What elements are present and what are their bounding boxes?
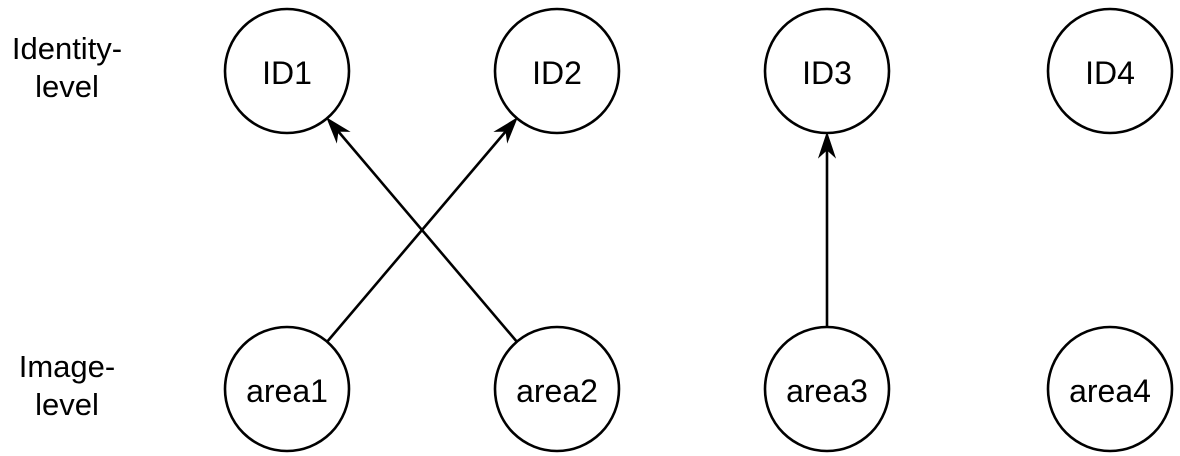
image-level-label-line1: Image- (18, 349, 116, 384)
edges-layer (326, 117, 837, 343)
node-id1: ID1 (223, 7, 351, 135)
node-id2-circle (493, 7, 621, 135)
node-id1-label: ID1 (262, 55, 312, 91)
node-id4: ID4 (1046, 7, 1174, 135)
node-area2-label: area2 (516, 373, 598, 409)
node-id4-label: ID4 (1085, 55, 1135, 91)
node-area1: area1 (223, 325, 351, 453)
node-area2-circle (493, 325, 621, 453)
node-area3: area3 (763, 325, 891, 453)
node-id3: ID3 (763, 7, 891, 135)
node-area4-label: area4 (1069, 373, 1151, 409)
node-area1-circle (223, 325, 351, 453)
node-id1-circle (223, 7, 351, 135)
node-id2: ID2 (493, 7, 621, 135)
node-id3-label: ID3 (802, 55, 852, 91)
node-area3-circle (763, 325, 891, 453)
node-id4-circle (1046, 7, 1174, 135)
node-id3-circle (763, 7, 891, 135)
arrowhead-area2-to-id1 (326, 117, 351, 144)
identity-level-label-line1: Identity- (11, 31, 123, 66)
identity-level-label: Identity- level (0, 30, 142, 106)
node-area1-label: area1 (246, 373, 328, 409)
node-area4: area4 (1046, 325, 1174, 453)
node-id2-label: ID2 (532, 55, 582, 91)
identity-level-label-line2: level (35, 69, 99, 104)
node-area2: area2 (493, 325, 621, 453)
edge-area1-to-id2 (326, 128, 509, 343)
image-level-label: Image- level (0, 348, 142, 424)
edge-area2-to-id1 (335, 128, 518, 343)
image-level-label-line2: level (35, 387, 99, 422)
node-area4-circle (1046, 325, 1174, 453)
node-area3-label: area3 (786, 373, 868, 409)
arrowhead-area1-to-id2 (493, 117, 518, 144)
arrowhead-area3-to-id3 (817, 131, 837, 159)
